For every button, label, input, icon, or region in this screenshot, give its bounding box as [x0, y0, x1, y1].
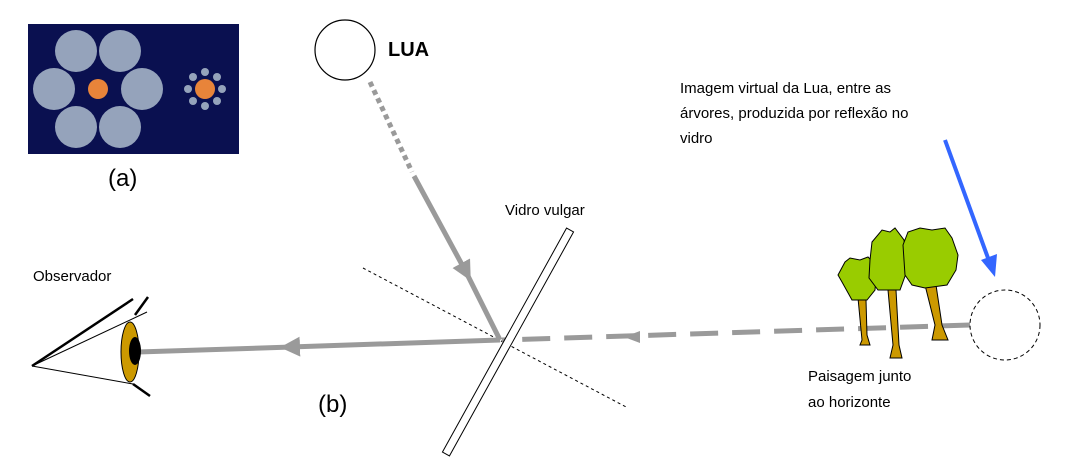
virtual-image-label-line1: Imagem virtual da Lua, entre as: [680, 80, 891, 97]
panel-b-label: (b): [318, 391, 347, 418]
landscape-label-line2: ao horizonte: [808, 394, 891, 411]
moon-label: LUA: [388, 39, 429, 61]
moon-ray: [461, 266, 503, 342]
eye-icon: [31, 296, 151, 398]
reflected-ray: [137, 344, 293, 355]
virtual-ray-arrowhead: [624, 331, 640, 343]
glass-label: Vidro vulgar: [505, 202, 585, 219]
glass-pane: [441, 227, 575, 457]
observer-label: Observador: [33, 268, 111, 285]
virtual-image-label-line2: árvores, produzida por reflexão no: [680, 105, 908, 122]
trees-icon: [837, 227, 959, 359]
reflected-ray-arrow: [280, 336, 501, 357]
virtual-ray-dashed: [501, 322, 971, 343]
ebbinghaus-illusion: [28, 24, 239, 154]
virtual-image-label-line3: vidro: [680, 130, 713, 147]
moon-ray-arrow: [411, 174, 471, 281]
normal-line: [362, 267, 629, 409]
landscape-label-line1: Paisagem junto: [808, 368, 911, 385]
moon-ray-dotted: [367, 80, 415, 174]
panel-a-label: (a): [108, 165, 137, 192]
virtual-moon-circle: [969, 289, 1041, 361]
moon-circle: [314, 19, 376, 81]
pointer-arrow: [943, 139, 990, 259]
pointer-arrowhead: [981, 254, 997, 277]
